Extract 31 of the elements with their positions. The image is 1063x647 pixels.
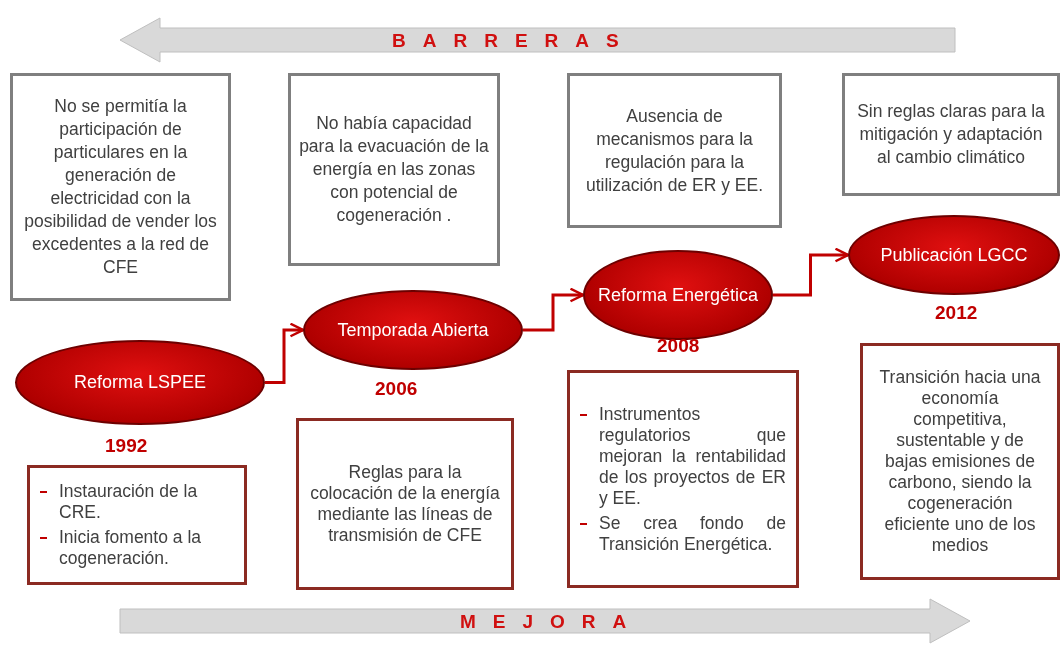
year-label: 1992 (105, 435, 148, 457)
improvement-box (567, 370, 799, 588)
barrier-box (10, 73, 231, 301)
box-text: Sin reglas claras para la mitigación y adaptación al cambio climático (856, 100, 1046, 169)
barrier-box (842, 73, 1060, 196)
improvement-box (296, 418, 514, 590)
box-text: No había capacidad para la evacuación de la energía en las zonas con potencial de cogeneración . (299, 112, 489, 227)
year-label: 2012 (935, 302, 978, 324)
arrow (773, 247, 850, 297)
box-text: Instrumentos regulatorios que mejoran la rentabilidad de los proyectos de ER y EE. (599, 403, 786, 509)
box-text: Se crea fondo de Transición Energética. (599, 512, 786, 555)
arrow (523, 287, 585, 332)
box-text: Instauración de la CRE. (59, 481, 199, 523)
box-text: Ausencia de mecanismos para la regulación para la utilización de ER y EE. (585, 104, 764, 197)
improvement-box (27, 465, 247, 585)
box-text: Reglas para la colocación de la energía mediante las líneas de transmisión de CFE (309, 462, 501, 546)
barrier-box (567, 73, 782, 228)
milestone-label: Publicación LGCC (880, 244, 1028, 266)
milestone-label: Reforma Energética (597, 284, 759, 306)
improvement-box (860, 343, 1060, 580)
box-text: No se permitía la participación de particulares en la generación de electricidad con la posibilidad de vender los excedentes a la red de CFE (23, 95, 218, 279)
milestone-label: Temporada Abierta (337, 319, 489, 341)
arrow (265, 322, 305, 384)
box-text: Inicia fomento a la cogeneración. (59, 527, 203, 569)
milestone-label: Reforma LSPEE (73, 372, 207, 393)
year-label: 2006 (375, 378, 418, 400)
year-label: 2008 (657, 335, 700, 357)
direction-label: BARRERAS (392, 30, 636, 52)
barrier-box (288, 73, 500, 266)
box-text: Transición hacia una economía competitiva, sustentable y de bajas emisiones de carbono, siendo la cogeneración eficiente uno de los medios (878, 367, 1042, 556)
direction-label: MEJORA (460, 611, 644, 633)
